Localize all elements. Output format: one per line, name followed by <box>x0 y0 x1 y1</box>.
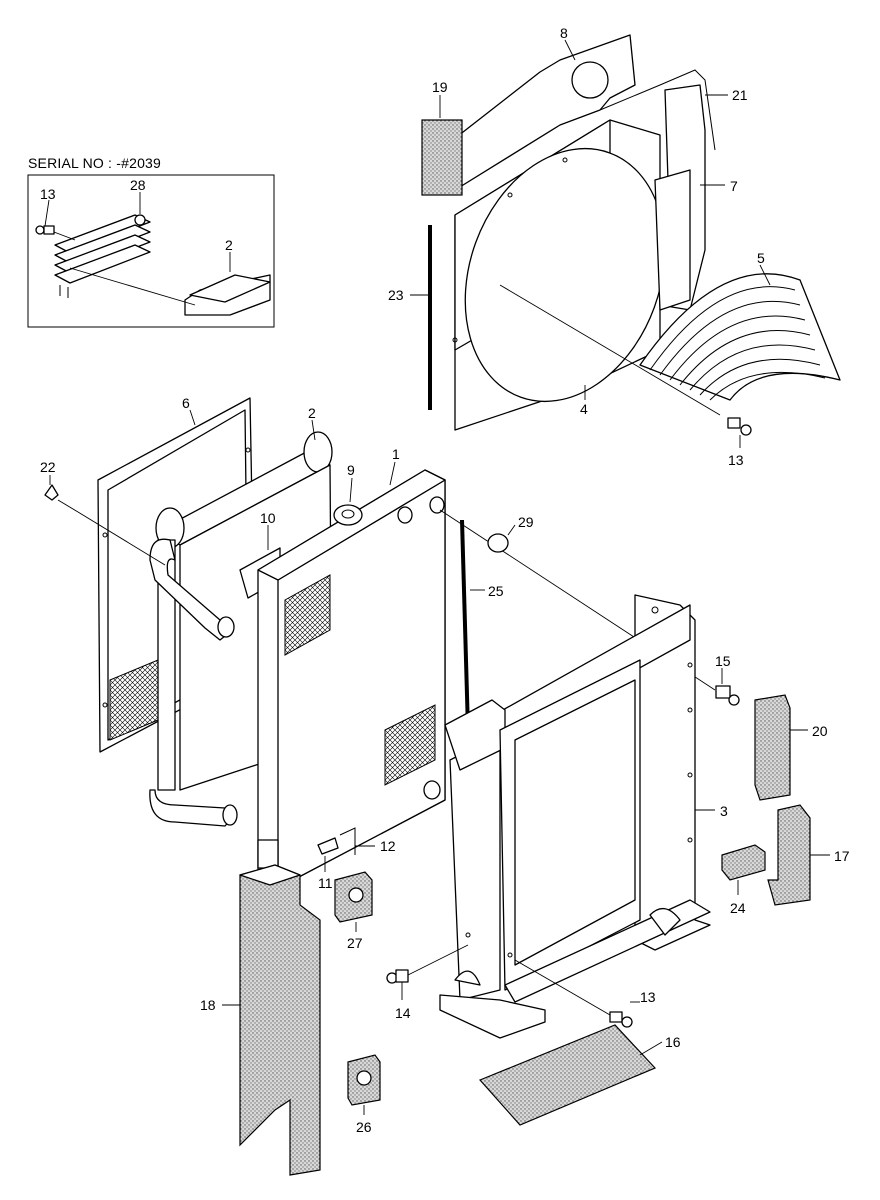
fan-shroud-assembly <box>421 34 841 436</box>
callout-5: 5 <box>757 250 765 266</box>
callout-4: 4 <box>580 401 588 417</box>
strip-25 <box>460 519 470 731</box>
callout-10: 10 <box>260 510 276 526</box>
serial-inset: SERIAL NO : -#2039 13 28 2 <box>27 155 275 328</box>
callout-2-inset: 2 <box>225 237 233 253</box>
seal-24 <box>721 844 766 881</box>
callout-6: 6 <box>182 395 190 411</box>
callout-26: 26 <box>356 1119 372 1135</box>
callout-13-lower: 13 <box>640 989 656 1005</box>
left-assembly <box>44 397 333 827</box>
bolt-14 <box>386 944 469 984</box>
support-frame-3 <box>439 594 711 1039</box>
seal-20 <box>754 694 791 801</box>
filler-cap-9 <box>333 504 363 526</box>
callout-24: 24 <box>730 900 746 916</box>
callout-11: 11 <box>318 875 333 891</box>
callout-20: 20 <box>812 723 828 739</box>
callout-2: 2 <box>308 405 316 421</box>
seal-18 <box>239 864 321 1176</box>
bolt-13-lower <box>514 959 633 1028</box>
serial-label: SERIAL NO : -#2039 <box>28 155 161 171</box>
callout-13-inset: 13 <box>40 186 56 202</box>
callout-23: 23 <box>388 287 404 303</box>
callout-12: 12 <box>380 838 396 854</box>
callout-16: 16 <box>665 1034 681 1050</box>
callout-15: 15 <box>715 653 731 669</box>
bolt-13-upper <box>727 417 752 436</box>
bolt-15 <box>715 685 740 706</box>
callout-17: 17 <box>834 848 850 864</box>
callout-3: 3 <box>720 803 728 819</box>
bolt-13-inset <box>35 225 76 241</box>
pipe-21 <box>599 69 716 151</box>
callout-19: 19 <box>432 79 448 95</box>
callout-22: 22 <box>40 459 56 475</box>
callout-28: 28 <box>130 177 146 193</box>
seal-19 <box>421 119 463 196</box>
tank-2-inset <box>69 267 271 316</box>
lower-hose <box>149 789 233 827</box>
callout-18: 18 <box>200 997 216 1013</box>
callout-8: 8 <box>560 25 568 41</box>
callout-13-upper: 13 <box>728 452 744 468</box>
oil-cooler-28 <box>54 214 151 298</box>
callout-14: 14 <box>395 1005 411 1021</box>
pad-16 <box>478 1024 657 1126</box>
callout-25: 25 <box>488 583 504 599</box>
callout-21: 21 <box>732 87 748 103</box>
callout-27: 27 <box>347 935 363 951</box>
callout-1: 1 <box>392 446 400 462</box>
wing-bolt-22 <box>44 484 79 513</box>
plug-29 <box>487 533 509 553</box>
callout-29: 29 <box>518 514 534 530</box>
callout-9: 9 <box>347 462 355 478</box>
radiator-1 <box>257 469 446 889</box>
seal-17 <box>767 804 811 906</box>
fan-guard-5 <box>639 273 841 401</box>
callout-7: 7 <box>730 178 738 194</box>
inset-frame <box>27 174 275 328</box>
